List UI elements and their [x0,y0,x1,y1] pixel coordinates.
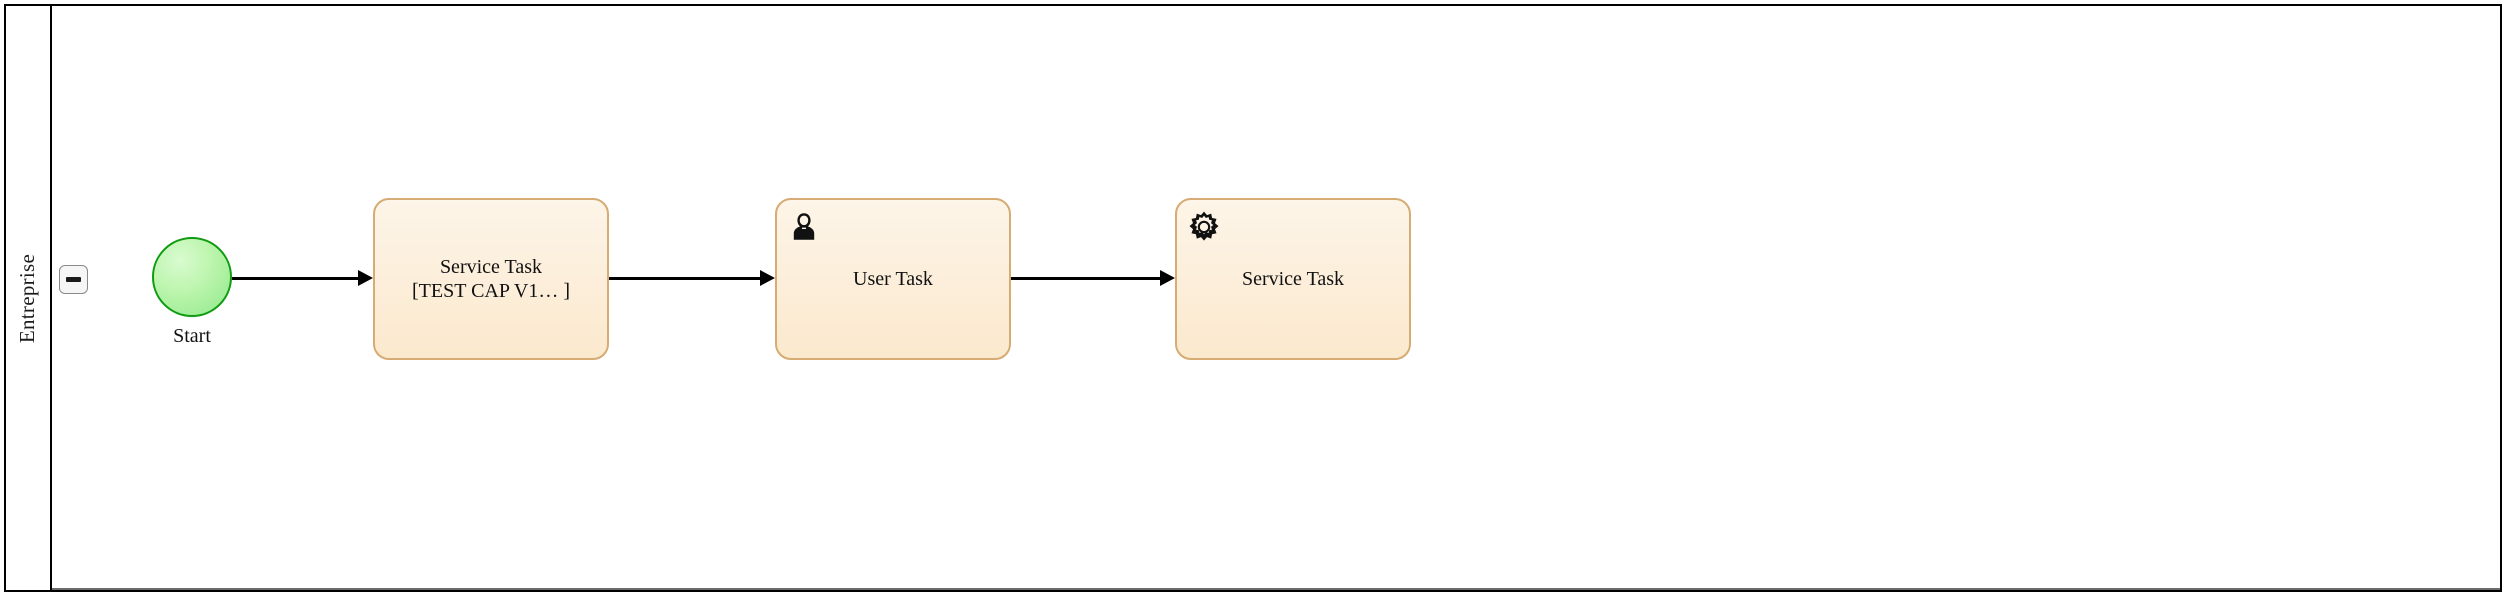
sequence-flow-start-to-task-1[interactable] [232,269,373,289]
task-service[interactable]: Service Task [1175,198,1411,360]
arrowhead-icon [358,270,373,286]
arrowhead-icon [760,270,775,286]
flow-line [609,277,760,281]
flow-line [232,277,358,281]
task-label: Service Task [TEST CAP V1… ] [412,255,570,302]
lane-collapse-toggle[interactable] [59,265,88,294]
task-service-test-cap[interactable]: Service Task [TEST CAP V1… ] [373,198,609,360]
gear-icon [1189,211,1219,241]
start-event[interactable] [152,237,232,317]
minus-icon [66,277,81,282]
arrowhead-icon [1160,270,1175,286]
user-icon [793,213,815,240]
pool-entreprise[interactable]: Entreprise [4,4,2502,592]
task-user[interactable]: User Task [775,198,1011,360]
start-event-label: Start [173,325,211,347]
task-label: Service Task [1241,267,1345,290]
sequence-flow-task-1-to-task-2[interactable] [609,269,775,289]
flow-line [1011,277,1160,281]
task-label: User Task [853,267,933,290]
sequence-flow-task-2-to-task-3[interactable] [1011,269,1175,289]
pool-header[interactable]: Entreprise [6,6,52,590]
pool-name-label: Entreprise [15,253,40,343]
